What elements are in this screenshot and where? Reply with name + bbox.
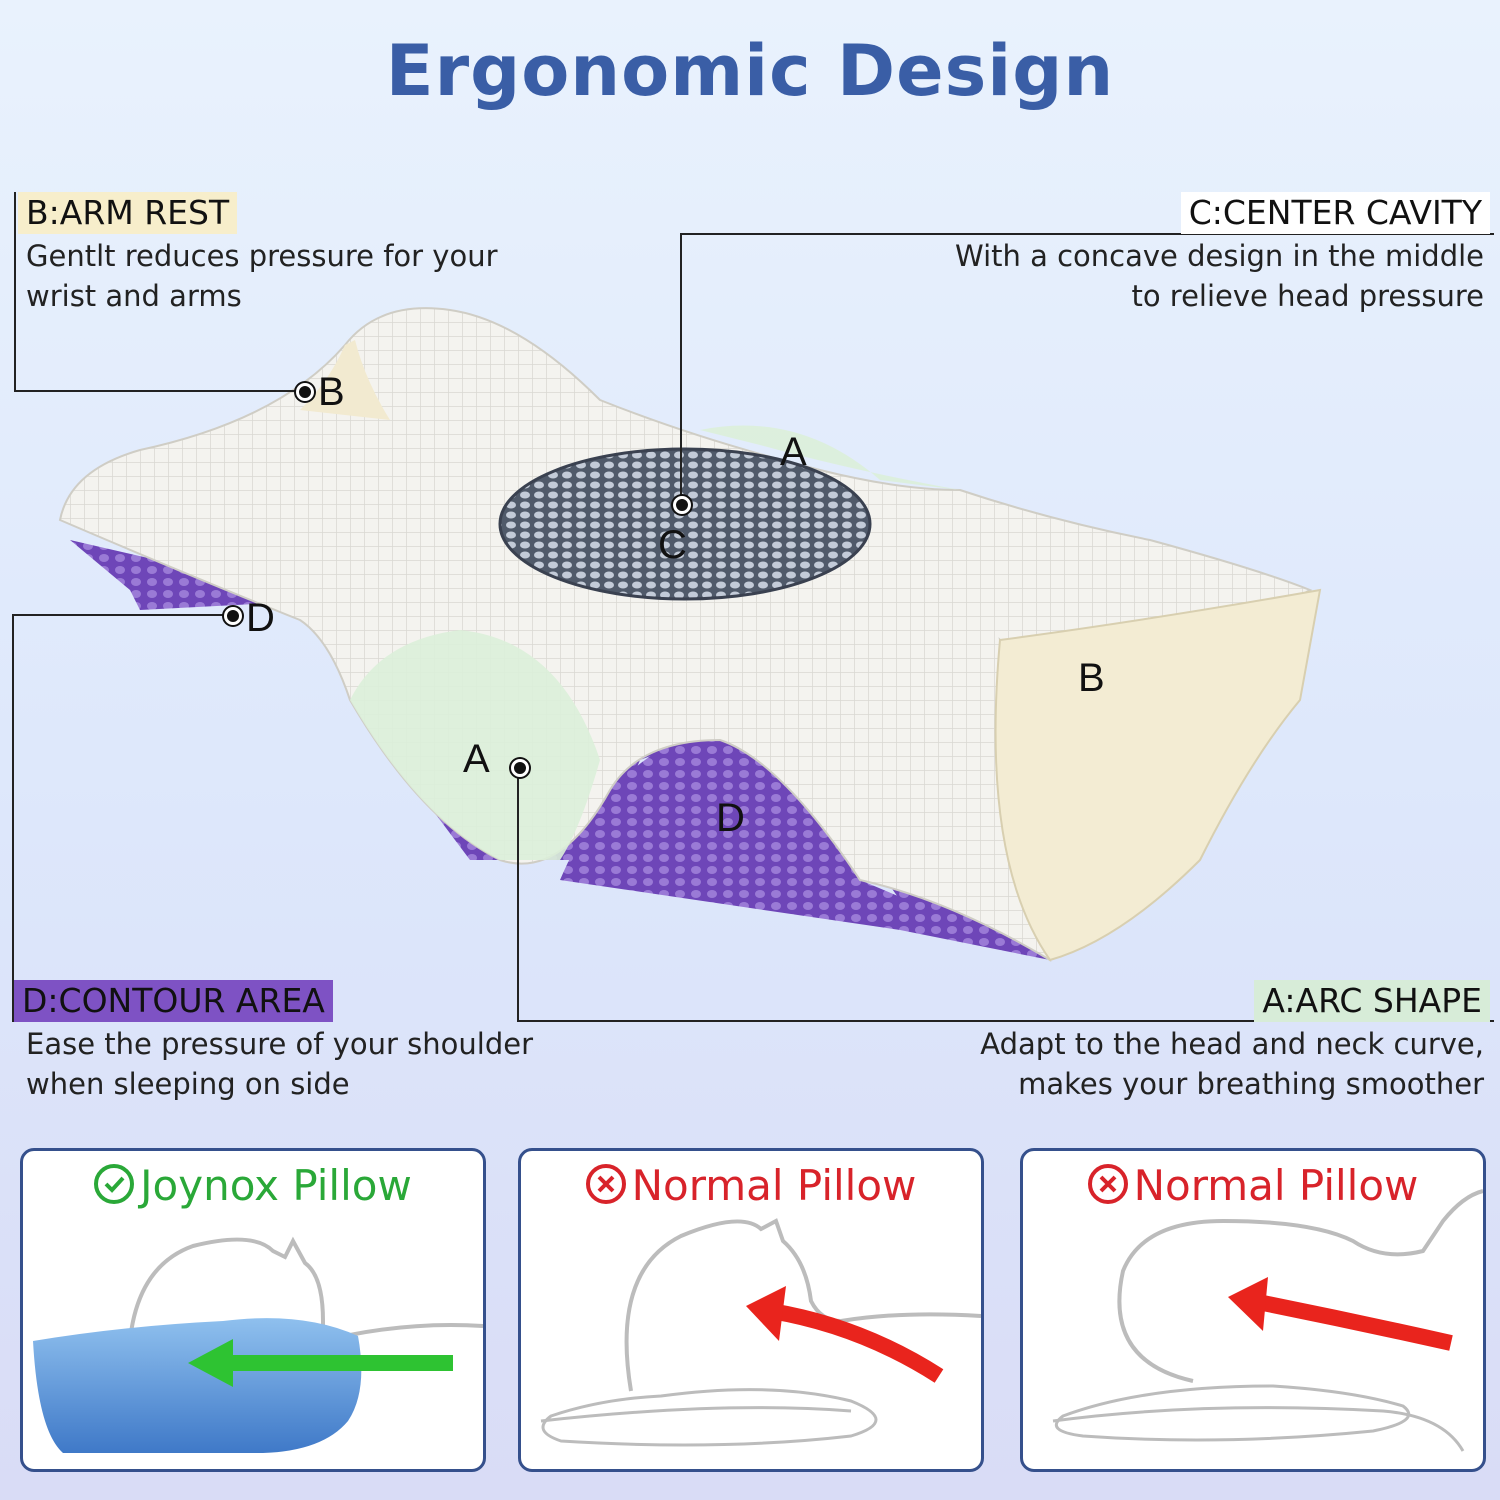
arm-rest-right-shape — [994, 588, 1322, 962]
normal-pillow-2-heading: Normal Pillow — [1023, 1161, 1483, 1210]
joynox-sleeper-illustration — [33, 1236, 483, 1453]
arc-shape-top — [700, 425, 960, 490]
normal-pillow-1-label: Normal Pillow — [631, 1161, 917, 1210]
normal-pillow-2-sleeper-illustration — [1052, 1189, 1483, 1452]
marker-b-top: B — [318, 370, 345, 414]
comparison-panel-joynox: Joynox Pillow — [20, 1148, 486, 1472]
normal-pillow-1-sleeper-illustration — [540, 1218, 981, 1447]
normal-pillow-2-label: Normal Pillow — [1133, 1161, 1419, 1210]
callout-line-a — [517, 766, 1494, 1022]
arc-shape-front — [350, 630, 600, 860]
marker-dot-a — [511, 759, 529, 777]
arm-rest-description: Gentlt reduces pressure for your wrist a… — [26, 236, 606, 316]
joynox-pillow-label: Joynox Pillow — [140, 1161, 412, 1210]
marker-a-top: A — [780, 430, 807, 474]
marker-c: C — [658, 523, 687, 567]
center-cavity-description: With a concave design in the middle to r… — [904, 236, 1484, 316]
contour-area-description: Ease the pressure of your shoulder when … — [26, 1024, 606, 1104]
x-circle-icon — [1087, 1164, 1128, 1204]
arm-rest-tag: B:ARM REST — [18, 192, 238, 234]
callout-line-d — [12, 614, 232, 1022]
center-cavity-tag: C:CENTER CAVITY — [1180, 192, 1490, 234]
pillow-illustration — [58, 307, 1322, 962]
joynox-pillow-heading: Joynox Pillow — [23, 1161, 483, 1210]
center-cavity-line-2: to relieve head pressure — [1131, 279, 1484, 313]
arc-shape-line-2: makes your breathing smoother — [1018, 1067, 1484, 1101]
comparison-panel-normal-2: Normal Pillow — [1020, 1148, 1486, 1472]
arm-rest-top-shape — [300, 340, 390, 420]
callout-line-c — [680, 233, 1494, 505]
center-cavity-shape — [498, 447, 872, 601]
marker-dot-d — [224, 607, 242, 625]
marker-dot-c — [673, 496, 691, 514]
x-circle-icon — [585, 1164, 626, 1204]
contour-area-tag: D:CONTOUR AREA — [14, 980, 333, 1022]
page-title: Ergonomic Design — [385, 30, 1115, 112]
arm-rest-line-1: Gentlt reduces pressure for your — [26, 239, 498, 273]
contour-area-line-1: Ease the pressure of your shoulder — [26, 1027, 533, 1061]
arc-shape-tag: A:ARC SHAPE — [1254, 980, 1490, 1022]
center-cavity-line-1: With a concave design in the middle — [955, 239, 1484, 273]
marker-dot-b — [296, 383, 314, 401]
contour-area-line-2: when sleeping on side — [26, 1067, 350, 1101]
check-circle-icon — [94, 1164, 135, 1204]
marker-d-front: D — [716, 796, 745, 840]
marker-a-front: A — [463, 737, 490, 781]
marker-b-right: B — [1078, 656, 1105, 700]
normal-pillow-1-heading: Normal Pillow — [521, 1161, 981, 1210]
callout-line-b — [14, 192, 306, 392]
marker-d-left: D — [246, 596, 275, 640]
comparison-panel-normal-1: Normal Pillow — [518, 1148, 984, 1472]
arm-rest-line-2: wrist and arms — [26, 279, 242, 313]
arc-shape-description: Adapt to the head and neck curve, makes … — [904, 1024, 1484, 1104]
arc-shape-line-1: Adapt to the head and neck curve, — [980, 1027, 1484, 1061]
